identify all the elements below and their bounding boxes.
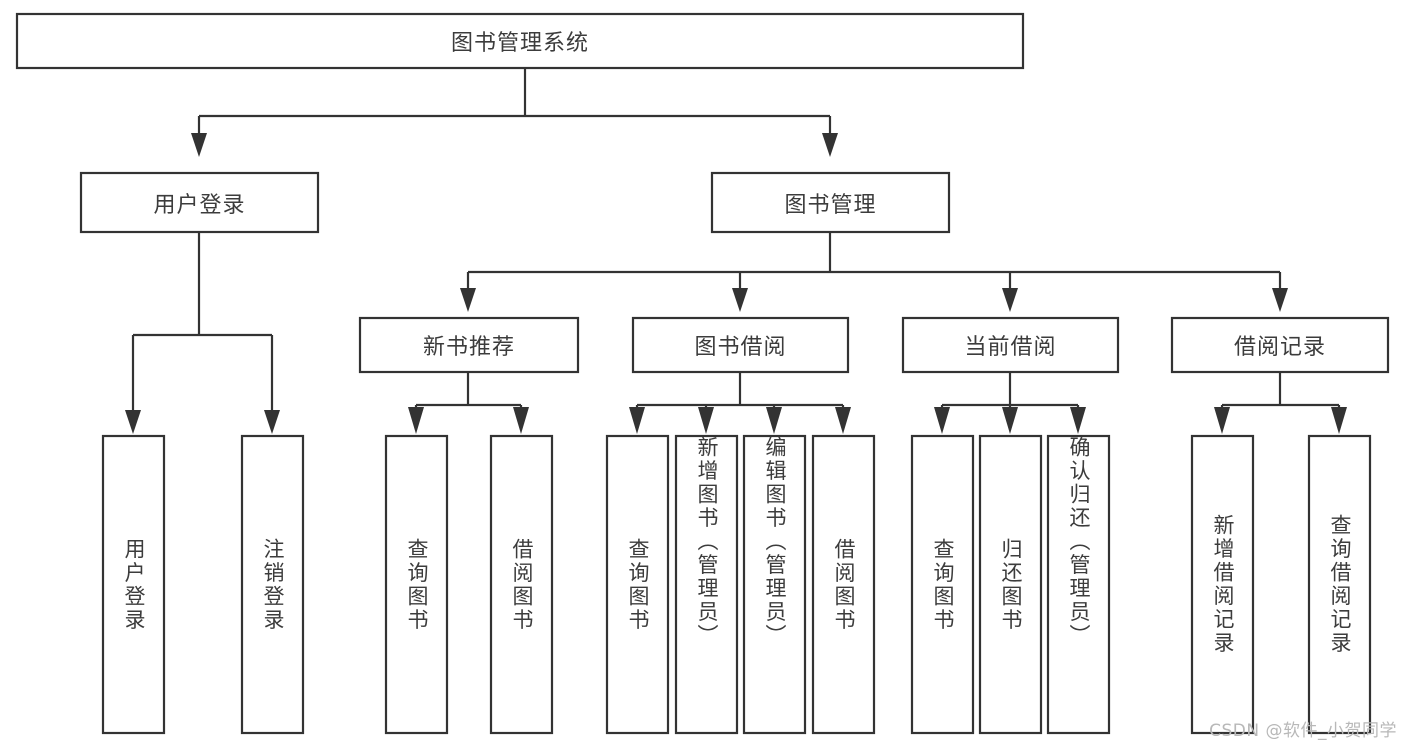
arrow-to-bookmgmt (822, 133, 838, 157)
node-box-book-borrow[interactable] (631, 316, 850, 374)
node-box-leaf-borrow-1[interactable] (605, 434, 670, 735)
node-box-leaf-borrow-3[interactable] (742, 434, 807, 735)
arrow-to-borrow (732, 288, 748, 312)
arrow-newbook-leaf1 (408, 407, 424, 434)
node-box-leaf-current-2[interactable] (978, 434, 1043, 735)
connector-group-root (191, 68, 838, 157)
connector-group-bookmgmt (460, 232, 1288, 312)
node-box-book-management[interactable] (710, 171, 951, 234)
arrow-record-leaf1 (1214, 407, 1230, 434)
connector-group-current (934, 372, 1086, 434)
node-box-user-login[interactable] (79, 171, 320, 234)
connector-group-borrow (629, 372, 851, 434)
arrow-userlogin-leaf2 (264, 410, 280, 434)
arrow-borrow-leaf1 (629, 407, 645, 434)
arrow-to-newbook (460, 288, 476, 312)
arrow-to-current (1002, 288, 1018, 312)
node-box-leaf-record-1[interactable] (1190, 434, 1255, 735)
node-box-new-book-recommend[interactable] (358, 316, 580, 374)
arrow-borrow-leaf2 (698, 407, 714, 434)
arrow-borrow-leaf4 (835, 407, 851, 434)
node-box-root[interactable] (15, 12, 1025, 70)
node-box-leaf-current-1[interactable] (910, 434, 975, 735)
node-box-leaf-borrow-2[interactable] (674, 434, 739, 735)
node-box-leaf-current-3[interactable] (1046, 434, 1111, 735)
node-box-current-borrow[interactable] (901, 316, 1120, 374)
node-box-leaf-newbook-2[interactable] (489, 434, 554, 735)
arrow-newbook-leaf2 (513, 407, 529, 434)
watermark-text: CSDN @软件_小贺同学 (1209, 721, 1397, 741)
node-box-leaf-user-login-1[interactable] (101, 434, 166, 735)
connector-group-newbook (408, 372, 529, 434)
node-box-borrow-record[interactable] (1170, 316, 1390, 374)
connector-group-record (1214, 372, 1347, 434)
node-box-leaf-borrow-4[interactable] (811, 434, 876, 735)
arrow-borrow-leaf3 (766, 407, 782, 434)
connector-group-userlogin (125, 232, 280, 434)
arrow-to-userlogin (191, 133, 207, 157)
arrow-current-leaf3 (1070, 407, 1086, 434)
arrow-to-record (1272, 288, 1288, 312)
node-box-leaf-record-2[interactable] (1307, 434, 1372, 735)
arrow-record-leaf2 (1331, 407, 1347, 434)
arrow-current-leaf2 (1002, 407, 1018, 434)
node-box-leaf-user-login-2[interactable] (240, 434, 305, 735)
arrow-userlogin-leaf1 (125, 410, 141, 434)
arrow-current-leaf1 (934, 407, 950, 434)
node-box-leaf-newbook-1[interactable] (384, 434, 449, 735)
